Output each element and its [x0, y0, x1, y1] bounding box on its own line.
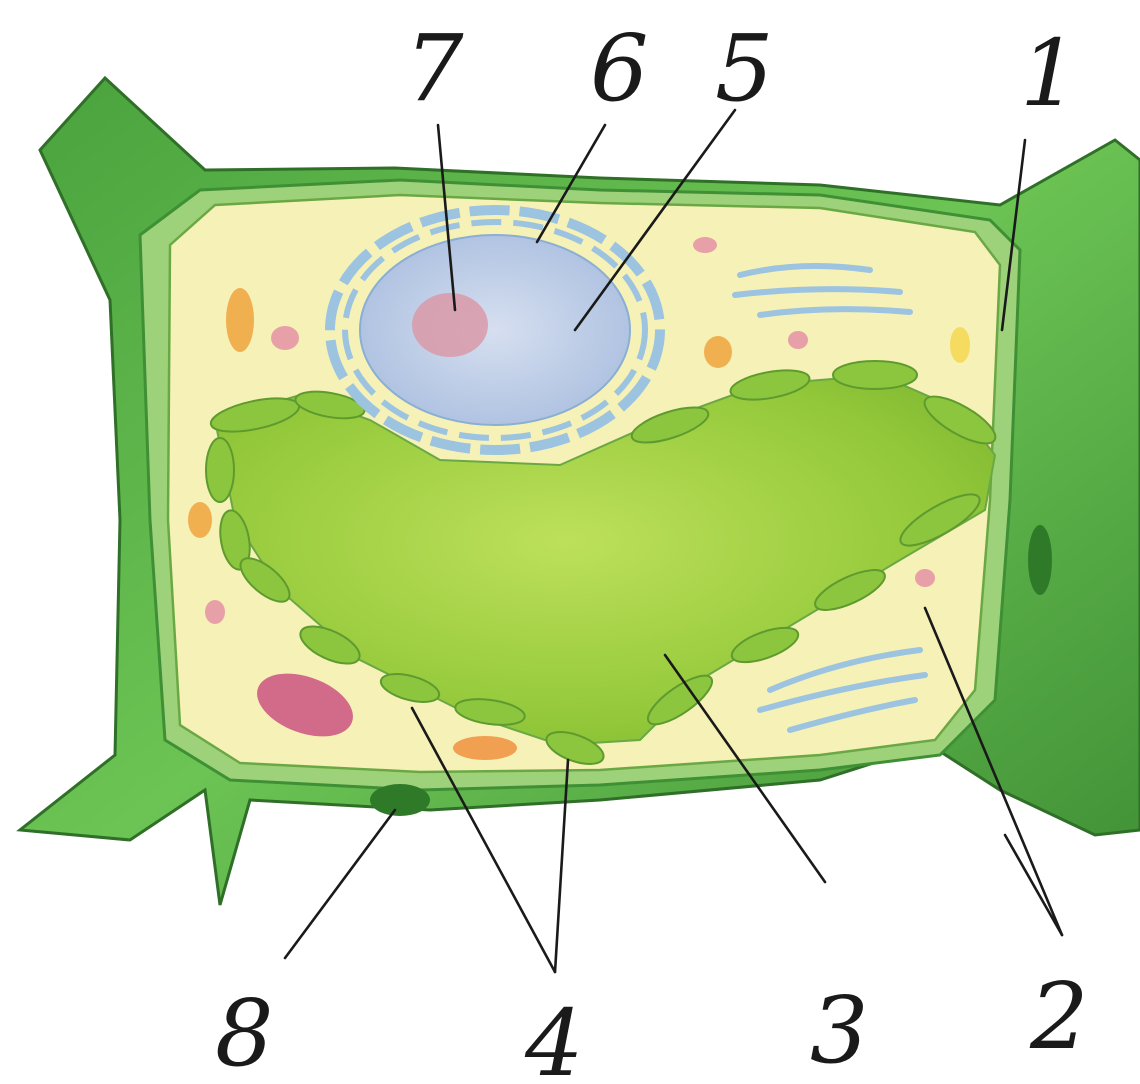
- nucleolus: [412, 293, 488, 357]
- label-4: 4: [524, 990, 584, 1084]
- label-3: 3: [810, 977, 869, 1084]
- label-6: 6: [590, 15, 649, 122]
- leader-8: [285, 810, 395, 958]
- leader-2b: [1005, 835, 1062, 935]
- label-8: 8: [215, 980, 274, 1084]
- nucleus: [360, 235, 630, 425]
- label-1: 1: [1020, 20, 1079, 127]
- label-5: 5: [715, 15, 774, 122]
- label-7: 7: [405, 15, 464, 122]
- label-2: 2: [1029, 963, 1089, 1070]
